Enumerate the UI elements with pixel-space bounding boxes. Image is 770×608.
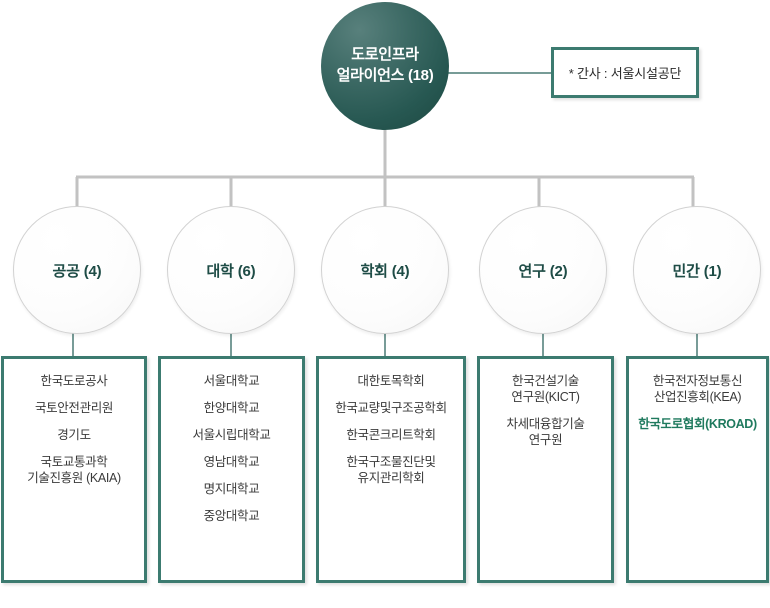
category-label-public: 공공 (4) (52, 262, 102, 280)
member-item: 한국도로협회(KROAD) (638, 417, 757, 431)
member-item: 국토교통과학 기술진흥원 (KAIA) (27, 455, 121, 485)
category-circle-private[interactable]: 민간 (1) (633, 206, 761, 334)
member-box-research: 한국건설기술 연구원(KICT) 차세대융합기술 연구원 (477, 356, 614, 583)
member-item: 영남대학교 (203, 455, 260, 469)
category-circle-society[interactable]: 학회 (4) (321, 206, 449, 334)
category-label-research: 연구 (2) (518, 262, 568, 280)
member-box-private: 한국전자정보통신 산업진흥회(KEA) 한국도로협회(KROAD) (626, 356, 769, 583)
member-item: 서울시립대학교 (192, 428, 271, 442)
member-item: 국토안전관리원 (34, 401, 114, 415)
member-item: 중앙대학교 (203, 509, 260, 523)
category-circle-university[interactable]: 대학 (6) (167, 206, 295, 334)
secretary-note-text: * 간사 : 서울시설공단 (568, 66, 682, 81)
member-item: 한국구조물진단및 유지관리학회 (346, 455, 436, 485)
category-circle-research[interactable]: 연구 (2) (479, 206, 607, 334)
member-item: 한국도로공사 (40, 374, 108, 388)
member-item: 차세대융합기술 연구원 (506, 417, 585, 447)
member-item: 한국전자정보통신 산업진흥회(KEA) (652, 374, 743, 404)
member-item: 경기도 (57, 428, 91, 442)
member-item: 서울대학교 (203, 374, 260, 388)
member-item: 한국건설기술 연구원(KICT) (511, 374, 580, 404)
category-label-private: 민간 (1) (672, 262, 722, 280)
root-node-label: 도로인프라 얼라이언스 (18) (336, 46, 434, 84)
member-item: 한양대학교 (203, 401, 260, 415)
category-circle-public[interactable]: 공공 (4) (13, 206, 141, 334)
member-item: 대한토목학회 (357, 374, 425, 388)
member-item: 한국교량및구조공학회 (335, 401, 447, 415)
root-node[interactable]: 도로인프라 얼라이언스 (18) (321, 2, 449, 130)
category-label-society: 학회 (4) (360, 262, 410, 280)
member-item: 명지대학교 (203, 482, 260, 496)
category-label-university: 대학 (6) (206, 262, 256, 280)
secretary-note-box: * 간사 : 서울시설공단 (551, 47, 699, 98)
member-item: 한국콘크리트학회 (346, 428, 436, 442)
